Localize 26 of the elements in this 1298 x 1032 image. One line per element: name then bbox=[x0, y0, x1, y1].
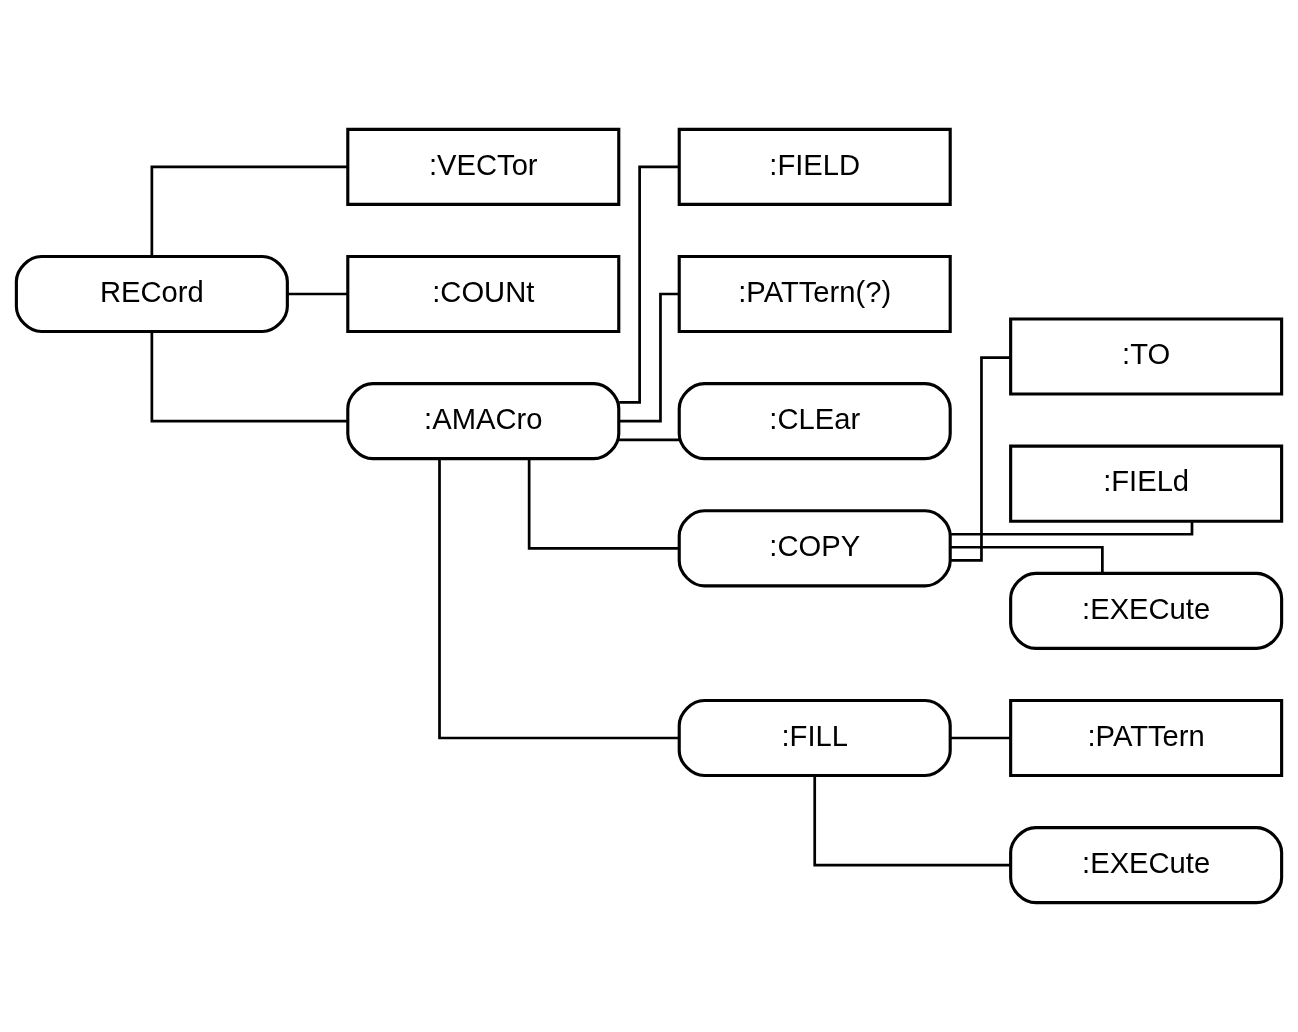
connector bbox=[527, 459, 679, 550]
connector bbox=[150, 165, 348, 256]
connector bbox=[813, 776, 1011, 867]
connector bbox=[950, 356, 1011, 562]
node-box: :FIELd bbox=[1009, 444, 1284, 523]
node-box: :FILL bbox=[677, 698, 952, 778]
connector bbox=[287, 292, 348, 296]
node-box: :COUNt bbox=[346, 254, 621, 334]
connector bbox=[619, 438, 680, 442]
connector bbox=[950, 521, 1194, 536]
node-box: :TO bbox=[1009, 317, 1284, 396]
node-box: :FIELD bbox=[677, 127, 952, 206]
node-box: :EXECute bbox=[1009, 826, 1284, 905]
node-box: :PATTern bbox=[1009, 698, 1284, 778]
node-box: :PATTern(?) bbox=[677, 254, 952, 334]
node-box: :AMACro bbox=[346, 382, 621, 461]
connector bbox=[150, 332, 348, 423]
connector bbox=[950, 545, 1104, 574]
node-box: :VECTor bbox=[346, 127, 621, 206]
node-box: :COPY bbox=[677, 509, 952, 588]
node-box: :EXECute bbox=[1009, 571, 1284, 650]
connector bbox=[438, 458, 679, 740]
node-box: RECord bbox=[14, 254, 289, 334]
node-box: :CLEar bbox=[677, 382, 952, 461]
connector bbox=[619, 165, 679, 404]
connector bbox=[950, 736, 1011, 740]
